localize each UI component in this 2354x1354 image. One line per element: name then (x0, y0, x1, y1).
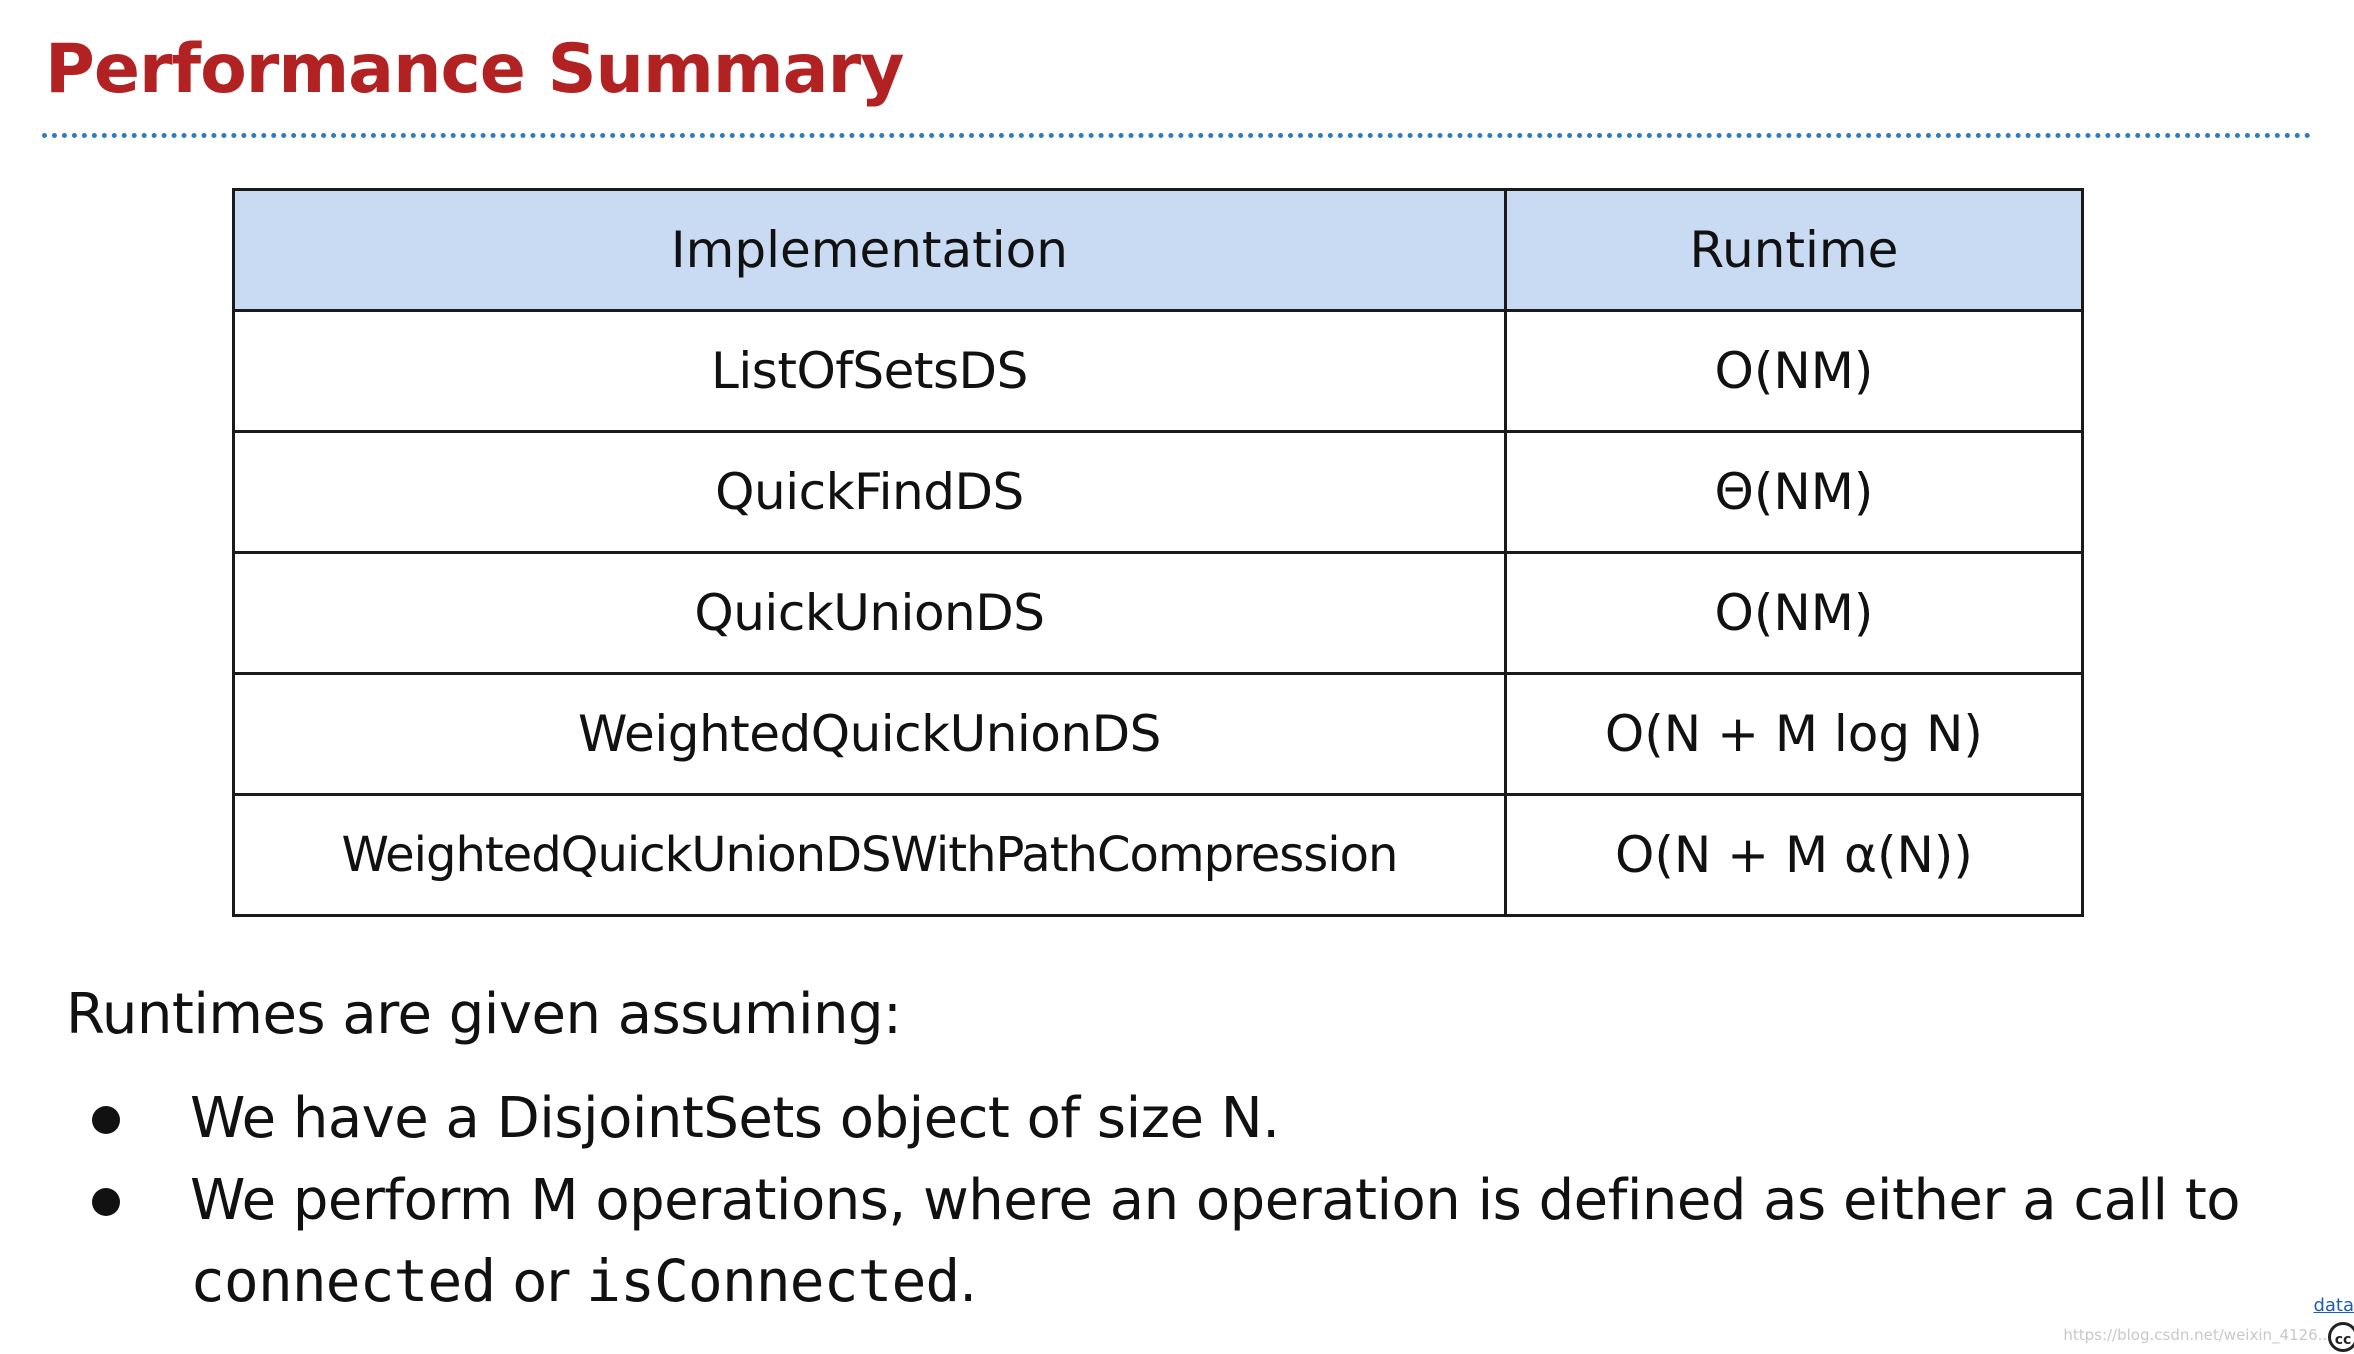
list-item: We have a DisjointSets object of size N. (80, 1078, 2320, 1159)
runtime-cell: O(N + M log N) (1503, 672, 2085, 796)
table-row: QuickUnionDS O(NM) (232, 551, 2085, 675)
table-row: WeightedQuickUnionDSWithPathCompression … (232, 793, 2085, 917)
code-isconnected: isConnected (586, 1247, 960, 1315)
bullet-icon (92, 1106, 120, 1134)
implementation-cell: QuickFindDS (232, 430, 1507, 554)
header-implementation: Implementation (232, 188, 1507, 312)
assumption-text: We have a DisjointSets object of size N. (190, 1086, 1280, 1151)
table-row: QuickFindDS Θ(NM) (232, 430, 2085, 554)
slide-title: Performance Summary (45, 30, 904, 109)
runtime-cell: O(NM) (1503, 551, 2085, 675)
assumption-text: We perform M operations, where an operat… (190, 1168, 2241, 1233)
bullet-icon (92, 1188, 120, 1216)
code-connected: connected (190, 1247, 496, 1315)
runtime-cell: Θ(NM) (1503, 430, 2085, 554)
performance-table: Implementation Runtime ListOfSetsDS O(NM… (232, 188, 2085, 917)
data-link[interactable]: data (2313, 1295, 2354, 1316)
implementation-cell: WeightedQuickUnionDS (232, 672, 1507, 796)
list-item: We perform M operations, where an operat… (80, 1160, 2320, 1323)
header-runtime: Runtime (1503, 188, 2085, 312)
creative-commons-icon: cc (2328, 1322, 2354, 1352)
table-row: WeightedQuickUnionDS O(N + M log N) (232, 672, 2085, 796)
assumption-text-end: . (959, 1250, 977, 1315)
assumptions-intro: Runtimes are given assuming: (66, 982, 902, 1047)
implementation-cell: ListOfSetsDS (232, 309, 1507, 433)
table-row: ListOfSetsDS O(NM) (232, 309, 2085, 433)
runtime-cell: O(NM) (1503, 309, 2085, 433)
assumptions-list: We have a DisjointSets object of size N.… (80, 1078, 2320, 1324)
assumption-text-middle: or (495, 1250, 587, 1315)
implementation-cell: WeightedQuickUnionDSWithPathCompression (232, 793, 1507, 917)
source-watermark: https://blog.csdn.net/weixin_4126... (2063, 1326, 2332, 1344)
title-divider (42, 133, 2312, 138)
implementation-cell: QuickUnionDS (232, 551, 1507, 675)
table-header-row: Implementation Runtime (232, 188, 2085, 312)
runtime-cell: O(N + M α(N)) (1503, 793, 2085, 917)
